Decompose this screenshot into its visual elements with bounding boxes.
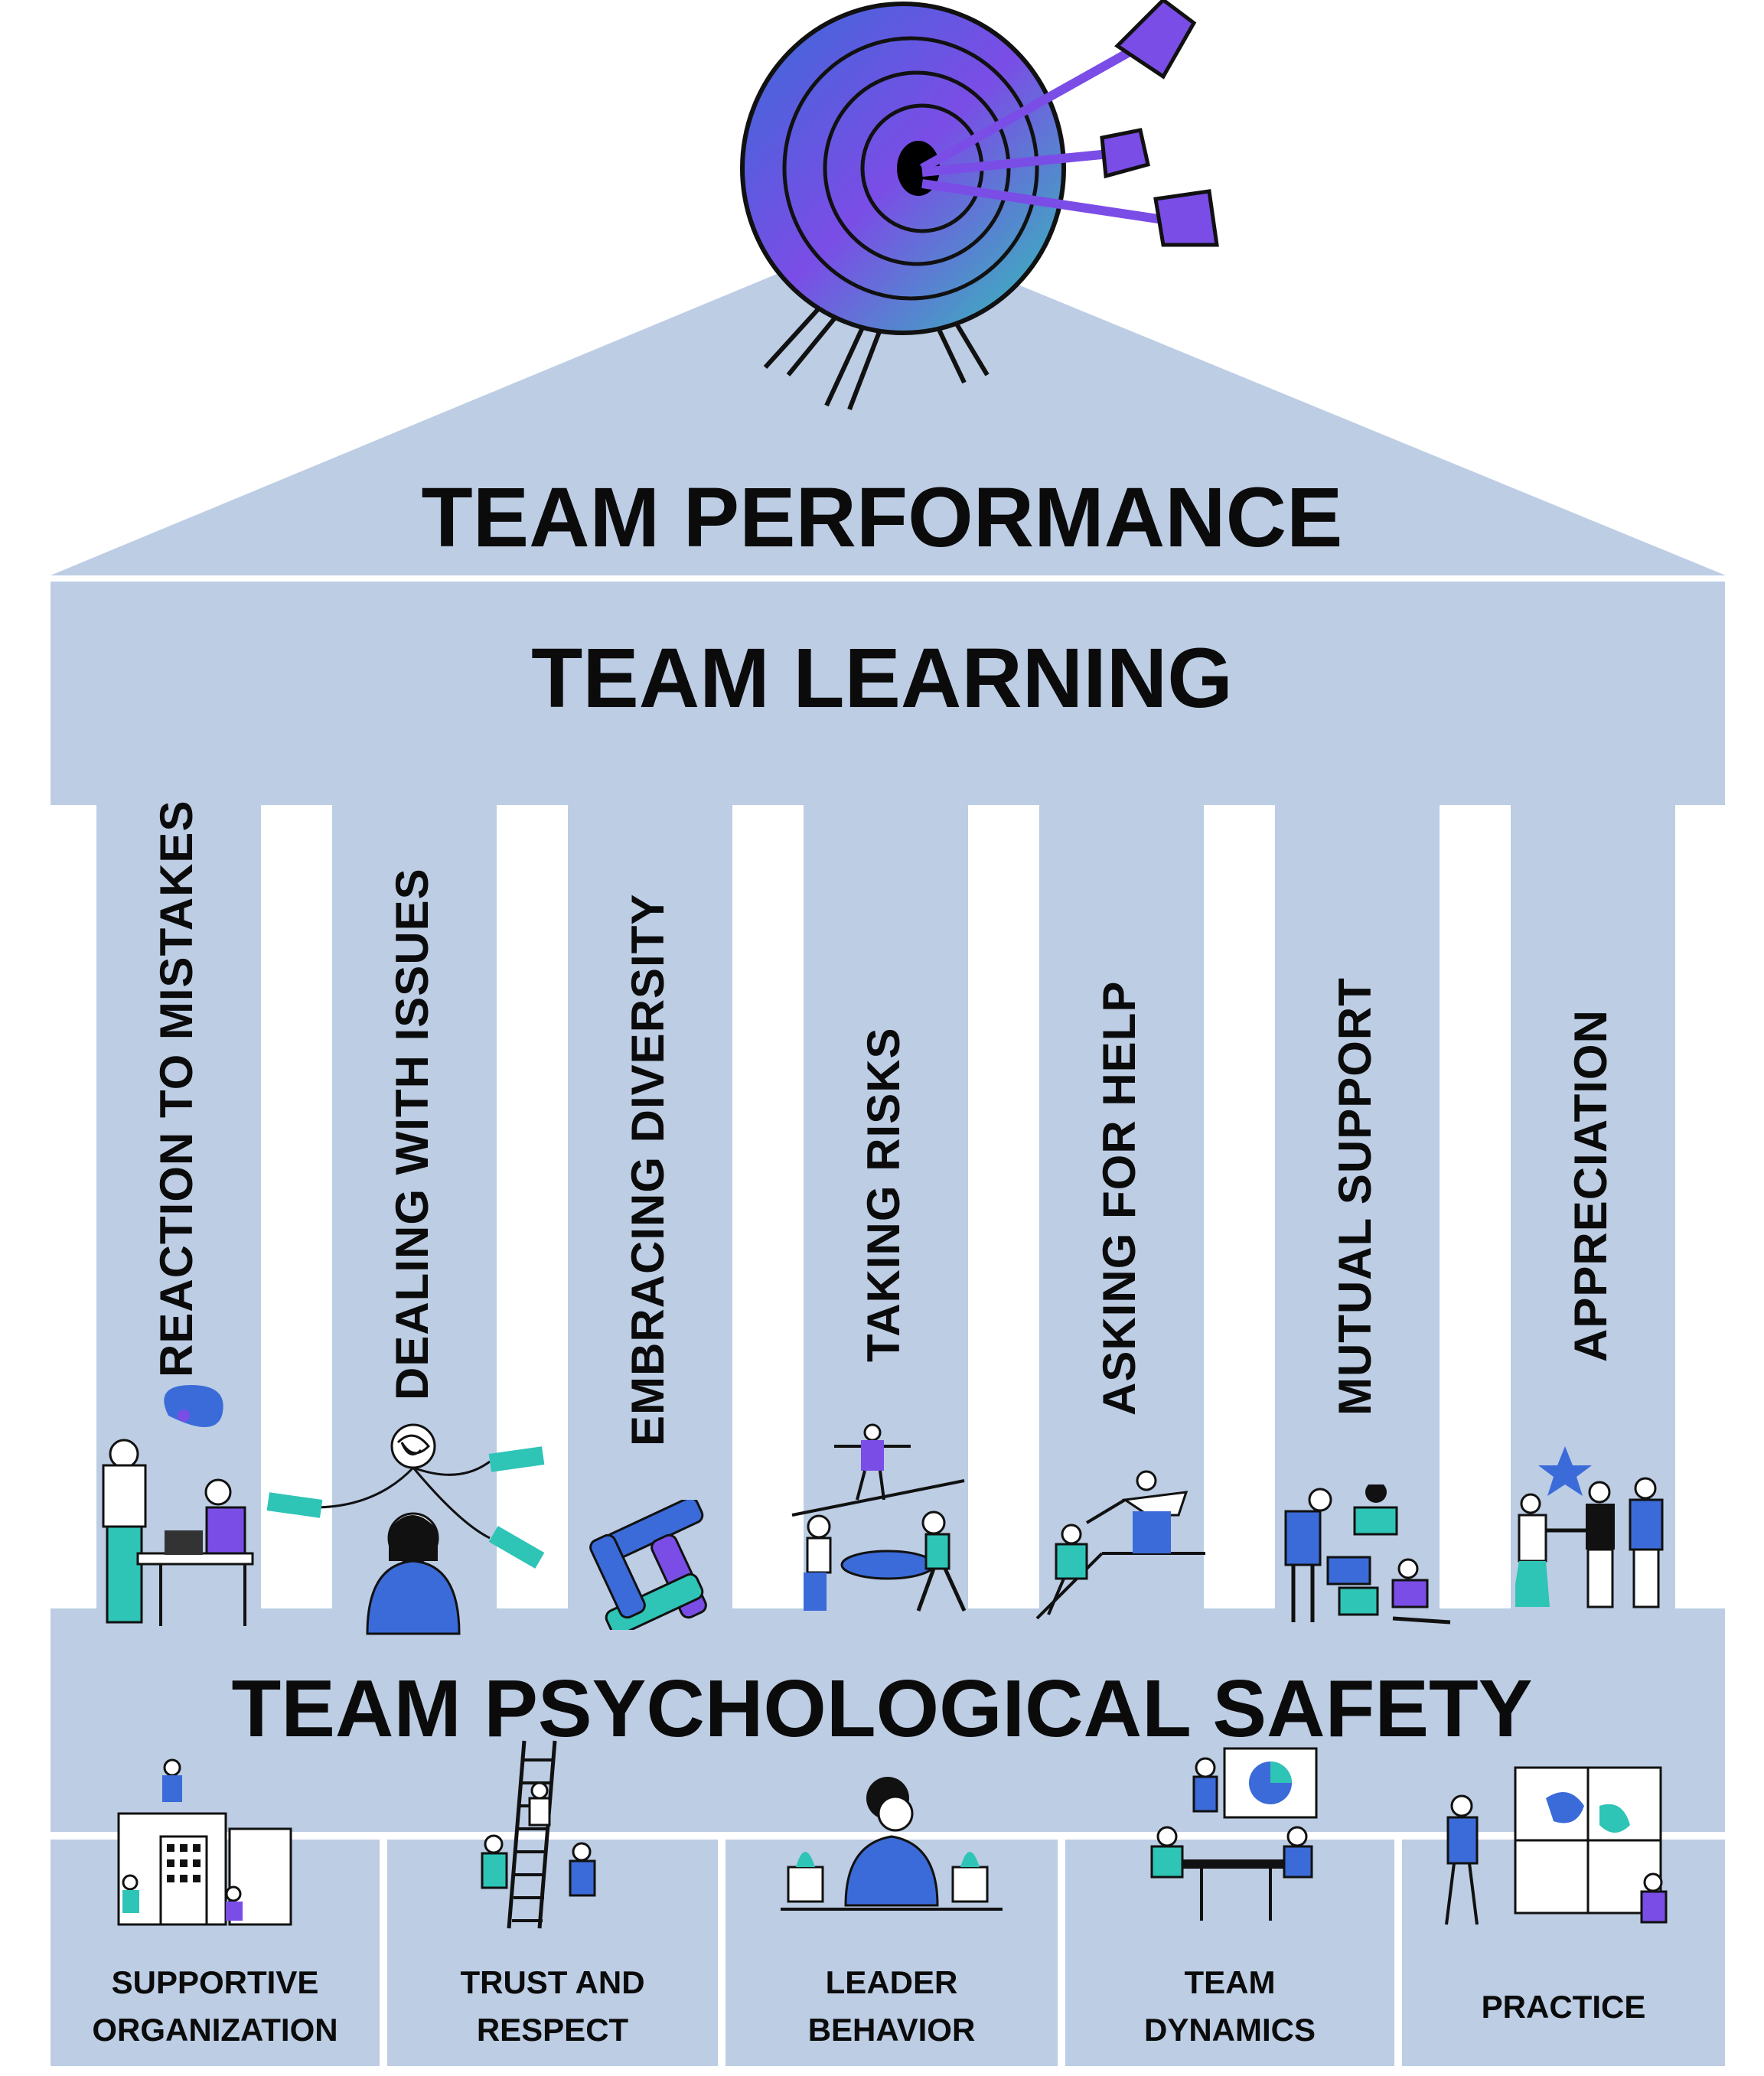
puzzle-assembly-icon	[1445, 1766, 1668, 1925]
ladder-support-icon	[481, 1740, 596, 1929]
helping-hand-climb-icon	[1035, 1470, 1205, 1620]
building-team-icon	[117, 1758, 292, 1926]
base-box-line1: TRUST AND	[460, 1964, 645, 2000]
team-psychological-safety-title: TEAM PSYCHOLOGICAL SAFETY	[231, 1664, 1533, 1754]
roof-triangle	[51, 230, 1726, 575]
team-performance-title: TEAM PERFORMANCE	[421, 471, 1343, 565]
base-box-leader-behavior: LEADER BEHAVIOR	[725, 1959, 1058, 2054]
base-box-team-dynamics: TEAM DYNAMICS	[1065, 1959, 1394, 2054]
pillar-label-embracing-diversity: EMBRACING DIVERSITY	[622, 893, 673, 1446]
balancing-people-icon	[791, 1423, 967, 1612]
team-learning-title: TEAM LEARNING	[531, 631, 1233, 725]
pillar-label-appreciation: APPRECIATION	[1565, 1009, 1616, 1362]
meeting-presentation-icon	[1150, 1747, 1318, 1921]
tangled-thoughts-person-icon	[266, 1423, 545, 1635]
handshake-star-icon	[1515, 1446, 1664, 1608]
base-box-trust-and-respect: TRUST AND RESPECT	[387, 1959, 718, 2054]
pillar-label-mutual-support: MUTUAL SUPPORT	[1329, 977, 1381, 1416]
leader-at-desk-icon	[781, 1777, 1003, 1911]
base-box-line1: PRACTICE	[1481, 1989, 1646, 2025]
base-box-line2: ORGANIZATION	[92, 2012, 338, 2048]
pillar-label-asking-for-help: ASKING FOR HELP	[1094, 980, 1145, 1416]
base-box-line1: LEADER	[825, 1964, 958, 2000]
worried-person-at-desk-icon	[102, 1385, 254, 1626]
base-box-practice: PRACTICE	[1402, 1983, 1725, 2031]
stacking-blocks-team-icon	[1284, 1484, 1451, 1625]
pillar-label-dealing-with-issues: DEALING WITH ISSUES	[386, 868, 438, 1400]
pillar-label-taking-risks: TAKING RISKS	[858, 1027, 909, 1362]
base-box-line1: TEAM	[1184, 1964, 1276, 2000]
pillar-label-reaction-to-mistakes: REACTION TO MISTAKES	[151, 800, 202, 1377]
base-box-line1: SUPPORTIVE	[111, 1964, 319, 2000]
base-box-line2: DYNAMICS	[1143, 2012, 1316, 2048]
base-box-line2: RESPECT	[476, 2012, 629, 2048]
base-box-line2: BEHAVIOR	[807, 2012, 976, 2048]
base-box-supportive-organization: SUPPORTIVE ORGANIZATION	[51, 1959, 380, 2054]
linked-hands-circle-icon	[589, 1500, 707, 1630]
pillar-columns	[96, 805, 1675, 1608]
target-with-arrows-icon	[740, 0, 1219, 411]
beam	[51, 582, 1725, 805]
